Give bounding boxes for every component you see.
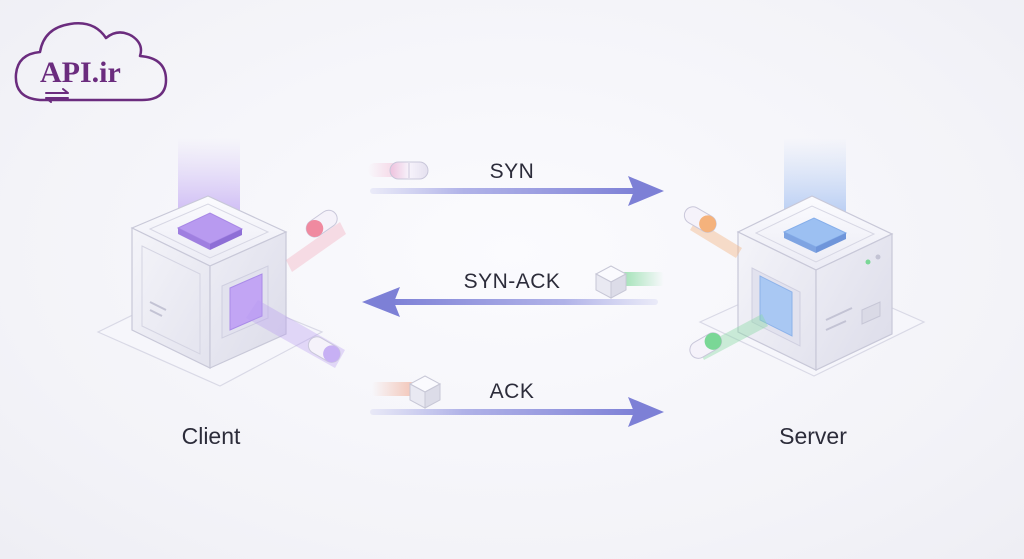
api-ir-logo: API.ir bbox=[14, 22, 168, 103]
ack-packet-icon bbox=[372, 375, 442, 409]
syn-label: SYN bbox=[490, 160, 535, 183]
ack-arrow bbox=[370, 397, 664, 427]
client-packet-red-icon bbox=[305, 209, 338, 238]
swap-arrows-icon bbox=[45, 88, 69, 103]
logo-text: API.ir bbox=[40, 56, 121, 89]
cloud-icon bbox=[14, 22, 168, 102]
server-packet-green-icon bbox=[689, 332, 723, 359]
client-node bbox=[96, 138, 346, 387]
syn-ack-packet-icon bbox=[594, 265, 664, 299]
syn-arrow bbox=[370, 176, 664, 206]
syn-ack-arrow bbox=[362, 287, 658, 317]
syn-ack-label: SYN-ACK bbox=[464, 270, 561, 293]
server-node bbox=[683, 138, 926, 377]
server-label: Server bbox=[779, 423, 847, 449]
client-packet-purple-icon bbox=[307, 336, 341, 363]
ack-label: ACK bbox=[490, 380, 535, 403]
server-packet-orange-icon bbox=[683, 206, 717, 233]
syn-packet-icon bbox=[368, 161, 429, 180]
client-label: Client bbox=[182, 423, 241, 449]
